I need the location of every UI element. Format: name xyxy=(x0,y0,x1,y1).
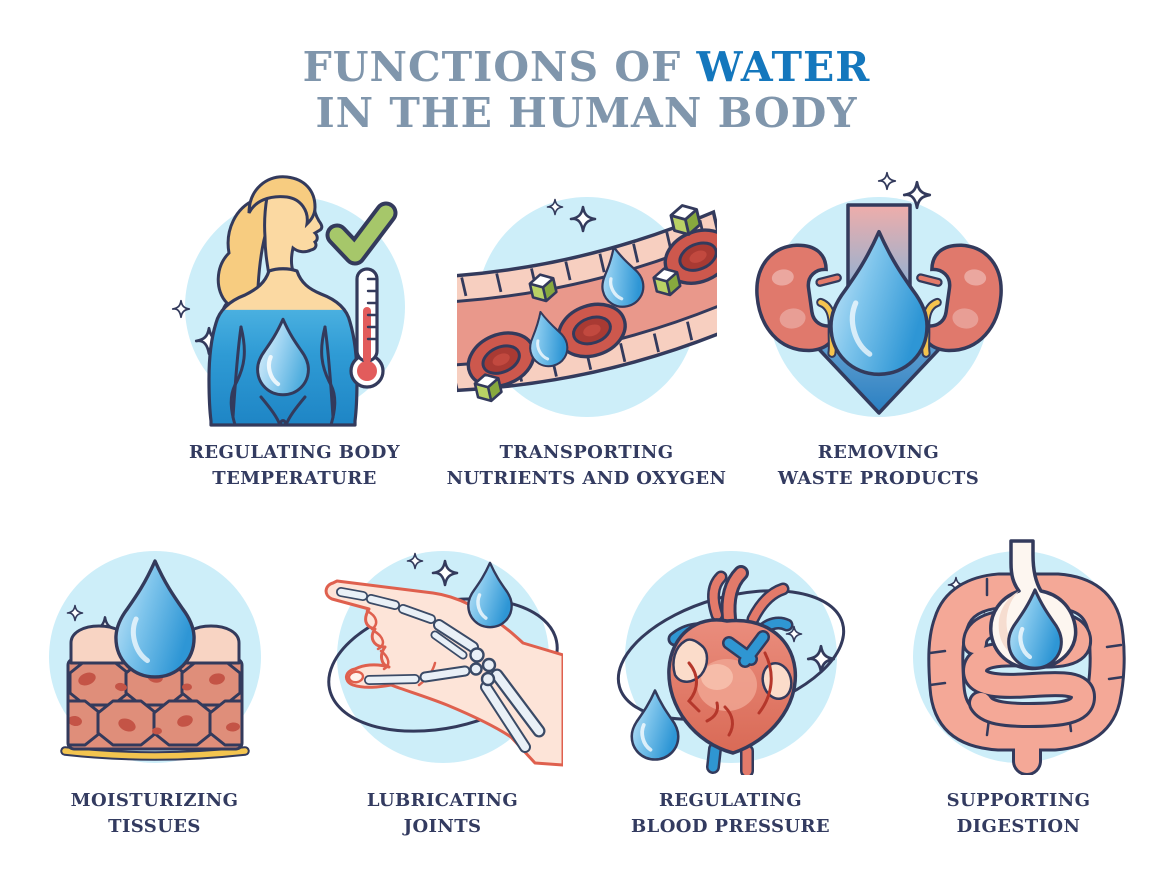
woman-figure xyxy=(206,175,359,427)
row-top: REGULATING BODY TEMPERATURE xyxy=(0,159,1173,492)
heart xyxy=(666,565,797,779)
checkmark-icon xyxy=(325,201,397,266)
label-line: REMOVING xyxy=(817,441,940,463)
red-blood-cell xyxy=(556,302,627,358)
function-card-supporting-digestion: SUPPORTING DIGESTION xyxy=(875,535,1163,840)
water-drop-icon xyxy=(113,559,196,680)
function-card-transporting-nutrients: TRANSPORTING NUTRIENTS AND OXYGEN xyxy=(428,159,742,492)
item-label: REGULATING BLOOD PRESSURE xyxy=(631,788,830,840)
label-line: WASTE PRODUCTS xyxy=(777,467,980,489)
function-card-removing-waste: REMOVING WASTE PRODUCTS xyxy=(733,159,1025,492)
item-label: SUPPORTING DIGESTION xyxy=(947,788,1091,840)
label-line: REGULATING xyxy=(658,790,803,812)
water-drop-icon xyxy=(255,317,310,396)
function-card-regulating-blood-pressure: REGULATING BLOOD PRESSURE xyxy=(587,535,875,840)
label-line: REGULATING BODY xyxy=(189,441,400,463)
joint-lubrication-icon xyxy=(323,535,564,775)
label-line: DIGESTION xyxy=(956,816,1081,838)
label-line: TISSUES xyxy=(108,816,201,838)
item-label: REMOVING WASTE PRODUCTS xyxy=(778,440,979,492)
function-card-lubricating-joints: LUBRICATING JOINTS xyxy=(299,535,587,840)
label-line: LUBRICATING xyxy=(366,790,519,812)
heart-blood-pressure-icon xyxy=(611,535,851,779)
item-label: MOISTURIZING TISSUES xyxy=(71,788,239,840)
hand-bones xyxy=(335,587,545,754)
skeletal-hand xyxy=(324,579,564,767)
label-line: MOISTURIZING xyxy=(70,790,239,812)
water-drop-icon xyxy=(1006,588,1063,671)
label-line: TEMPERATURE xyxy=(212,467,377,489)
item-label: REGULATING BODY TEMPERATURE xyxy=(189,440,400,492)
label-line: TRANSPORTING xyxy=(499,441,674,463)
label-line: NUTRIENTS AND OXYGEN xyxy=(446,467,727,489)
title-highlight: WATER xyxy=(696,43,871,91)
digestion-icon xyxy=(899,535,1139,777)
blood-vessel-icon xyxy=(428,159,742,427)
red-blood-cell xyxy=(663,228,733,285)
blood-vessel xyxy=(428,200,742,405)
function-card-moisturizing-tissues: MOISTURIZING TISSUES xyxy=(11,535,299,840)
item-label: LUBRICATING JOINTS xyxy=(367,788,518,840)
item-label: TRANSPORTING NUTRIENTS AND OXYGEN xyxy=(447,440,727,492)
function-card-regulating-body-temperature: REGULATING BODY TEMPERATURE xyxy=(149,159,441,492)
title-line2: IN THE HUMAN BODY xyxy=(315,89,858,138)
row-bottom: MOISTURIZING TISSUES xyxy=(0,535,1173,840)
thermometer-icon xyxy=(348,267,385,389)
sparkle-icon xyxy=(877,171,896,190)
tissue-moisture-icon xyxy=(35,535,275,775)
label-line: SUPPORTING xyxy=(946,790,1091,812)
label-line: JOINTS xyxy=(403,816,482,838)
kidneys-waste-icon xyxy=(749,159,1009,427)
label-line: BLOOD PRESSURE xyxy=(631,816,830,838)
body-temperature-icon xyxy=(165,159,425,427)
water-drop-icon xyxy=(828,229,929,376)
title-prefix: FUNCTIONS OF xyxy=(302,43,682,91)
